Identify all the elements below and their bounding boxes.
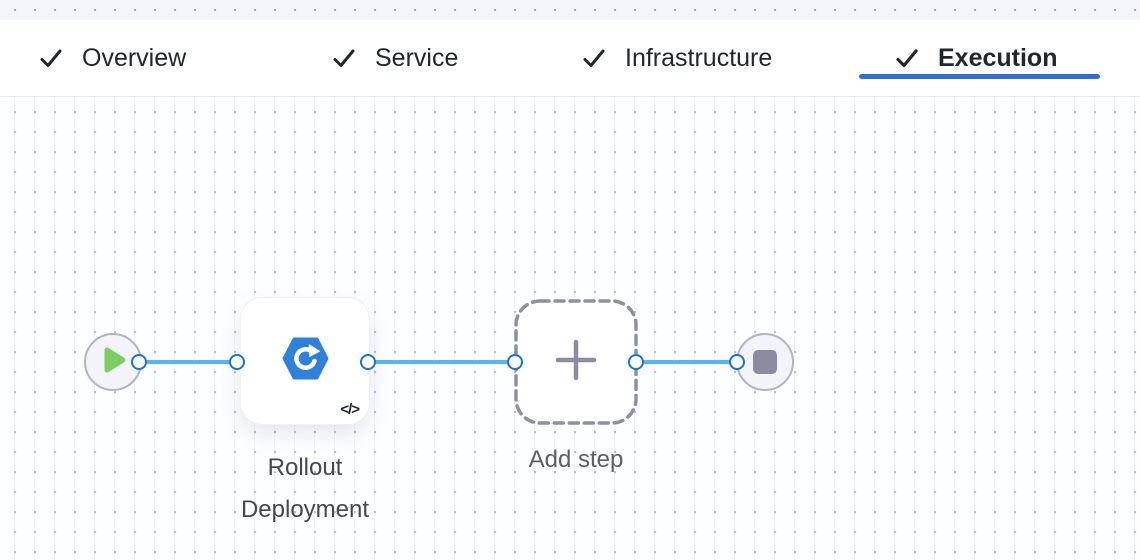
connector-port[interactable] [729, 354, 745, 370]
tab-label: Service [375, 43, 459, 72]
tab-label: Execution [938, 43, 1058, 72]
active-tab-underline [859, 74, 1100, 79]
stage-tabs-bar: Overview Service Infrastructure Executio… [0, 20, 1140, 97]
check-icon [37, 44, 65, 72]
tab-label: Infrastructure [625, 43, 773, 72]
step-node-rollout-deployment[interactable]: </> [240, 297, 370, 425]
add-step-label: Add step [528, 446, 624, 473]
connector-edge [368, 360, 515, 364]
check-icon [330, 44, 358, 72]
check-icon [580, 44, 608, 72]
play-icon [104, 347, 127, 378]
step-label-rollout-deployment: Rollout Deployment [240, 454, 370, 523]
tab-overview[interactable]: Overview [37, 20, 186, 96]
canvas-top-strip [0, 0, 1140, 20]
connector-edge [139, 360, 237, 364]
tab-execution[interactable]: Execution [893, 20, 1057, 96]
connector-port[interactable] [507, 354, 523, 370]
connector-port[interactable] [131, 354, 147, 370]
tab-label: Overview [82, 43, 187, 72]
connector-port[interactable] [628, 354, 644, 370]
tab-infrastructure[interactable]: Infrastructure [580, 20, 772, 96]
code-icon: </> [340, 401, 360, 418]
add-step-button[interactable] [514, 299, 638, 425]
connector-port[interactable] [229, 354, 245, 370]
plus-icon [555, 339, 597, 386]
tab-service[interactable]: Service [330, 20, 458, 96]
connector-edge [636, 360, 737, 364]
check-icon [893, 44, 921, 72]
pipeline-end-node [736, 333, 794, 391]
rollout-deployment-icon [282, 337, 329, 385]
connector-port[interactable] [360, 354, 376, 370]
stop-icon [753, 350, 777, 374]
